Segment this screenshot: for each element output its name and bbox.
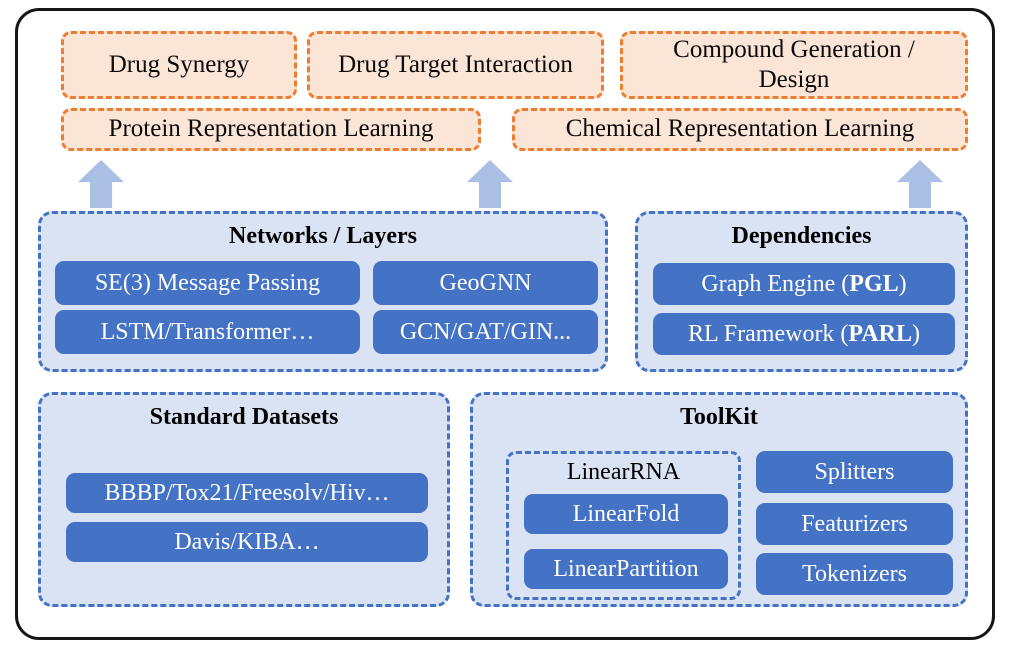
node-linearfold-label: LinearFold	[572, 500, 680, 527]
node-tokenizers: Tokenizers	[756, 553, 953, 595]
node-graph-engine-suffix: )	[898, 270, 907, 297]
standard-datasets-panel: Standard Datasets BBBP/Tox21/Freesolv/Hi…	[38, 392, 450, 607]
app-box-compound-generation-label: Compound Generation / Design	[673, 35, 915, 94]
node-graph-engine-bold: PGL	[849, 270, 899, 297]
node-linearpartition-label: LinearPartition	[553, 555, 699, 582]
dependencies-title: Dependencies	[731, 223, 872, 249]
networks-layers-panel: Networks / Layers SE(3) Message Passing …	[38, 211, 608, 372]
app-box-drug-synergy-label: Drug Synergy	[108, 50, 250, 78]
standard-datasets-title: Standard Datasets	[149, 404, 339, 430]
node-featurizers-label: Featurizers	[801, 510, 908, 537]
node-geognn: GeoGNN	[373, 261, 598, 305]
networks-layers-title: Networks / Layers	[229, 223, 417, 249]
node-linearpartition: LinearPartition	[524, 549, 728, 589]
node-se3-message-passing: SE(3) Message Passing	[55, 261, 360, 305]
node-affinity-datasets: Davis/KIBA…	[66, 522, 428, 562]
node-molecule-datasets-label: BBBP/Tox21/Freesolv/Hiv…	[104, 479, 390, 506]
node-molecule-datasets: BBBP/Tox21/Freesolv/Hiv…	[66, 473, 428, 513]
app-box-protein-representation-learning: Protein Representation Learning	[61, 108, 481, 151]
app-box-drug-target-interaction-label: Drug Target Interaction	[338, 50, 573, 78]
node-geognn-label: GeoGNN	[439, 269, 532, 296]
diagram-frame	[15, 8, 995, 640]
node-linearfold: LinearFold	[524, 494, 728, 534]
node-graph-engine-pgl: Graph Engine (PGL)	[653, 263, 955, 305]
node-tokenizers-label: Tokenizers	[802, 560, 907, 587]
node-splitters: Splitters	[756, 451, 953, 493]
app-box-compound-generation: Compound Generation / Design	[620, 31, 968, 99]
app-box-chemical-representation-label: Chemical Representation Learning	[565, 115, 915, 143]
node-splitters-label: Splitters	[814, 458, 895, 485]
dependencies-panel: Dependencies Graph Engine (PGL) RL Frame…	[635, 211, 968, 372]
node-gcn-gat-gin-label: GCN/GAT/GIN...	[399, 318, 572, 345]
toolkit-panel: ToolKit LinearRNA LinearFold LinearParti…	[470, 392, 968, 607]
linear-rna-label: LinearRNA	[566, 459, 681, 485]
node-rl-framework-prefix: RL Framework (	[688, 320, 849, 347]
node-rl-framework-suffix: )	[911, 320, 920, 347]
app-box-chemical-representation-learning: Chemical Representation Learning	[512, 108, 968, 151]
app-box-drug-target-interaction: Drug Target Interaction	[307, 31, 604, 99]
linear-rna-box: LinearRNA LinearFold LinearPartition	[506, 451, 741, 600]
app-box-drug-synergy: Drug Synergy	[61, 31, 297, 99]
node-lstm-transformer: LSTM/Transformer…	[55, 310, 360, 354]
node-featurizers: Featurizers	[756, 503, 953, 545]
node-se3-message-passing-label: SE(3) Message Passing	[94, 269, 321, 296]
toolkit-title: ToolKit	[680, 404, 758, 430]
node-rl-framework-bold: PARL	[848, 320, 912, 347]
node-affinity-datasets-label: Davis/KIBA…	[174, 528, 320, 555]
node-graph-engine-prefix: Graph Engine (	[701, 270, 850, 297]
app-box-protein-representation-label: Protein Representation Learning	[108, 115, 434, 143]
node-gcn-gat-gin: GCN/GAT/GIN...	[373, 310, 598, 354]
node-lstm-transformer-label: LSTM/Transformer…	[100, 318, 315, 345]
node-rl-framework-parl: RL Framework (PARL)	[653, 313, 955, 355]
